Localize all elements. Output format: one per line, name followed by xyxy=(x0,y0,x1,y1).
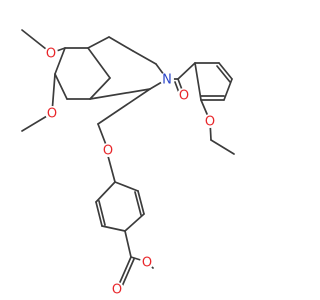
double-bond-c15-c16 xyxy=(134,191,142,216)
bond-layer xyxy=(21,29,235,292)
bond-c17-c20 xyxy=(124,230,132,258)
bond-c5-c10 xyxy=(89,77,111,100)
atom-label-o5: O xyxy=(103,144,113,159)
atom-label-o4: O xyxy=(205,115,215,130)
atom-label-o6: O xyxy=(142,256,152,271)
bond-c15-c16 xyxy=(137,190,145,215)
bond-c27-c28 xyxy=(210,139,235,155)
bond-c23-c24 xyxy=(218,62,233,80)
bond-c1-c2 xyxy=(108,36,134,52)
atom-label-o3: O xyxy=(179,89,189,104)
bond-c13-c14 xyxy=(107,155,116,183)
bond-c4-c10 xyxy=(89,88,151,100)
double-bond-c23-c24 xyxy=(216,65,231,83)
atom-background-n xyxy=(160,72,174,86)
atom-label-o1: O xyxy=(46,47,56,62)
atom-background-o6 xyxy=(140,255,154,269)
bond-c16-c17 xyxy=(124,213,145,232)
double-bond-c18-c19 xyxy=(98,200,106,226)
bond-c19-c14 xyxy=(95,181,116,203)
atom-background-o3 xyxy=(177,88,191,102)
bond-c9-c8 xyxy=(54,73,68,100)
bond-c8-c7 xyxy=(54,47,66,75)
bond-c21-c22 xyxy=(177,62,196,80)
bond-c6-c1 xyxy=(87,36,110,49)
atom-label-o7: O xyxy=(112,283,122,298)
bond-c14-c15 xyxy=(114,181,139,192)
atom-background-o4 xyxy=(203,114,217,128)
bond-c26-c22 xyxy=(194,62,202,101)
atom-background-o7 xyxy=(110,282,124,296)
atom-label-o2: O xyxy=(47,107,57,122)
atom-label-n: N xyxy=(162,73,172,88)
bond-c4-c11 xyxy=(97,88,151,125)
bond-c2-c3 xyxy=(132,50,157,65)
atom-background-o1 xyxy=(44,46,58,60)
bond-c18-c19 xyxy=(95,201,103,227)
atom-background-o5 xyxy=(101,143,115,157)
atom-background-o2 xyxy=(45,106,59,120)
bond-c6-c5 xyxy=(87,47,111,79)
bond-c17-c18 xyxy=(101,225,126,232)
